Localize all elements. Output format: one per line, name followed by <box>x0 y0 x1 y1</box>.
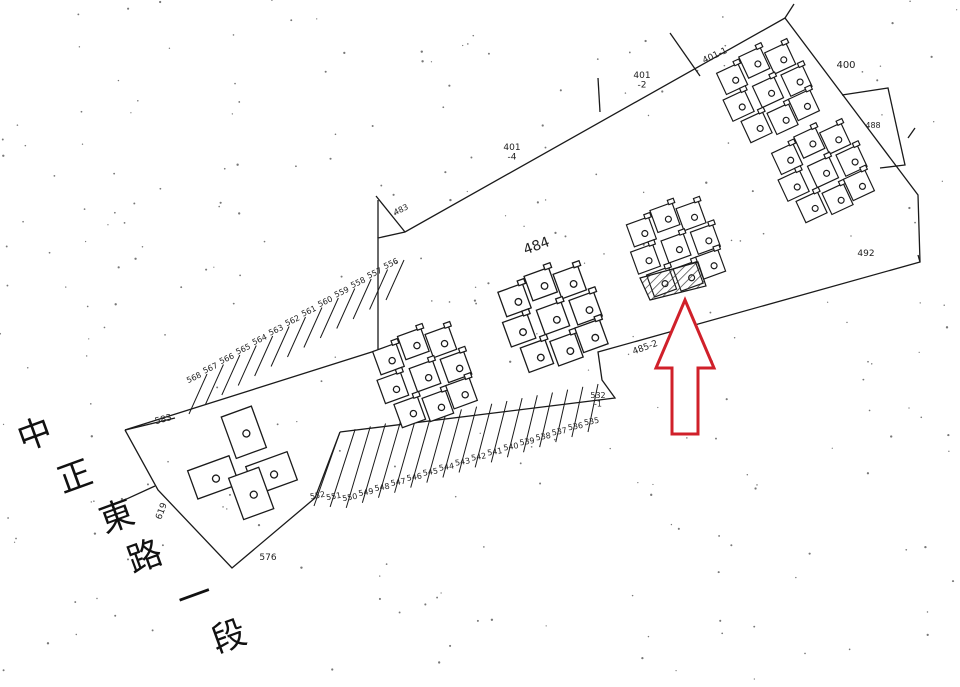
building-block-ne <box>715 37 821 144</box>
parcel-label-583: 583 <box>154 413 173 427</box>
parcel-label-bottom-3: 549 <box>358 487 375 499</box>
parcel-label-top-3: 483 <box>392 202 410 217</box>
lot-divider-line <box>506 397 523 458</box>
parcel-label-619: 619 <box>154 501 169 521</box>
bottom-strip-ticks <box>313 383 599 509</box>
lot-divider-line <box>313 431 341 507</box>
lot-divider-line <box>587 383 599 433</box>
parcel-label-bottom-14: 538 <box>535 431 552 443</box>
lot-divider-line <box>270 326 290 367</box>
parcel-label-bottom-16: 536 <box>567 421 584 433</box>
building-y-shaped <box>186 405 299 521</box>
parcel-label-left-6: 562 <box>284 313 302 328</box>
lot-divider-line <box>458 406 478 473</box>
parcel-label-bottom-12: 540 <box>503 441 520 453</box>
parcel-label-left-5: 561 <box>300 304 318 319</box>
parcel-label-left-8: 564 <box>251 332 269 347</box>
hatched-target-unit <box>639 261 707 301</box>
lot-divider-line <box>426 412 447 483</box>
buildings <box>186 37 876 521</box>
parcel-label-top-2: 401-4 <box>503 143 520 162</box>
parcel-label-bottom-5: 547 <box>390 476 407 488</box>
lot-divider-line <box>254 335 274 377</box>
parcel-label-left-0: 556 <box>382 256 400 271</box>
parcel-label-left-9: 565 <box>234 342 252 357</box>
lot-484-label: 484 <box>521 234 552 258</box>
parcel-label-bottom-4: 548 <box>374 482 391 494</box>
parcel-label-576: 576 <box>259 553 276 563</box>
red-arrow-up-icon <box>653 296 717 436</box>
parcel-label-top-5: 488 <box>865 121 880 130</box>
lot-divider-line <box>555 389 569 443</box>
parcel-label-top-0: 401-1 <box>701 46 729 66</box>
lot-divider-line <box>352 278 372 320</box>
lot-divider-line <box>385 259 405 301</box>
left-strip-ticks <box>188 259 405 415</box>
parcel-label-left-7: 563 <box>267 323 285 338</box>
lot-divider-line <box>377 420 402 498</box>
lot-divider-line <box>336 288 356 329</box>
parcel-label-bottom-11: 541 <box>487 446 504 458</box>
parcel-label-492: 492 <box>857 249 874 259</box>
lot-divider-line <box>361 423 387 503</box>
parcel-label-left-4: 560 <box>316 294 334 309</box>
parcel-label-bottom-1: 551 <box>325 491 342 503</box>
parcel-label-bottom-7: 545 <box>422 466 439 478</box>
parcel-label-top-4: 400 <box>836 60 855 71</box>
parcel-label-bottom-15: 537 <box>551 426 568 438</box>
parcel-label-left-2: 558 <box>349 275 367 290</box>
lot-divider-line <box>490 400 508 463</box>
parcel-label-left-1: 557 <box>366 266 384 281</box>
parcel-label-bottom-9: 543 <box>454 456 471 468</box>
lot-divider-line <box>221 354 241 396</box>
parcel-label-left-12: 568 <box>185 370 203 385</box>
lot-divider-line <box>474 403 493 468</box>
building-block-e <box>770 117 876 224</box>
lot-divider-line <box>369 269 389 310</box>
parcel-label-left-11: 567 <box>202 361 220 376</box>
lot-divider-line <box>188 373 208 415</box>
parcel-label-bottom-17: 535 <box>583 416 600 428</box>
parcel-label-bottom-10: 542 <box>470 451 487 463</box>
lot-divider-line <box>442 409 462 478</box>
parcel-label-bottom-6: 546 <box>406 471 423 483</box>
lot-divider-line <box>539 392 553 448</box>
lot-divider-line <box>319 297 339 339</box>
building-block-center <box>497 259 609 374</box>
lot-divider-line <box>345 426 371 509</box>
parcel-label-bottom-8: 544 <box>438 461 455 473</box>
parcel-label-532-1: 532-1 <box>590 391 605 408</box>
parcel-label-bottom-2: 550 <box>341 492 358 504</box>
parcel-label-left-3: 559 <box>333 285 351 300</box>
lot-divider-line <box>394 417 417 493</box>
parcel-label-top-1: 401-2 <box>633 71 650 90</box>
parcel-label-bottom-13: 539 <box>519 436 536 448</box>
lot-divider-line <box>287 316 306 358</box>
lot-divider-line <box>204 364 224 405</box>
parcel-label-left-10: 566 <box>218 351 236 366</box>
site-boundary <box>119 3 921 569</box>
lot-divider-line <box>571 386 584 438</box>
lot-divider-line <box>410 414 432 488</box>
lot-divider-line <box>329 429 356 508</box>
parcel-label-bottom-0: 552 <box>309 490 326 502</box>
site-outline-north <box>124 17 921 433</box>
lot-divider-line <box>237 345 257 386</box>
site-outline-south <box>124 429 341 569</box>
lot-divider-line <box>523 395 538 453</box>
lot-divider-line <box>303 307 323 348</box>
building-block-center-left <box>371 320 479 429</box>
